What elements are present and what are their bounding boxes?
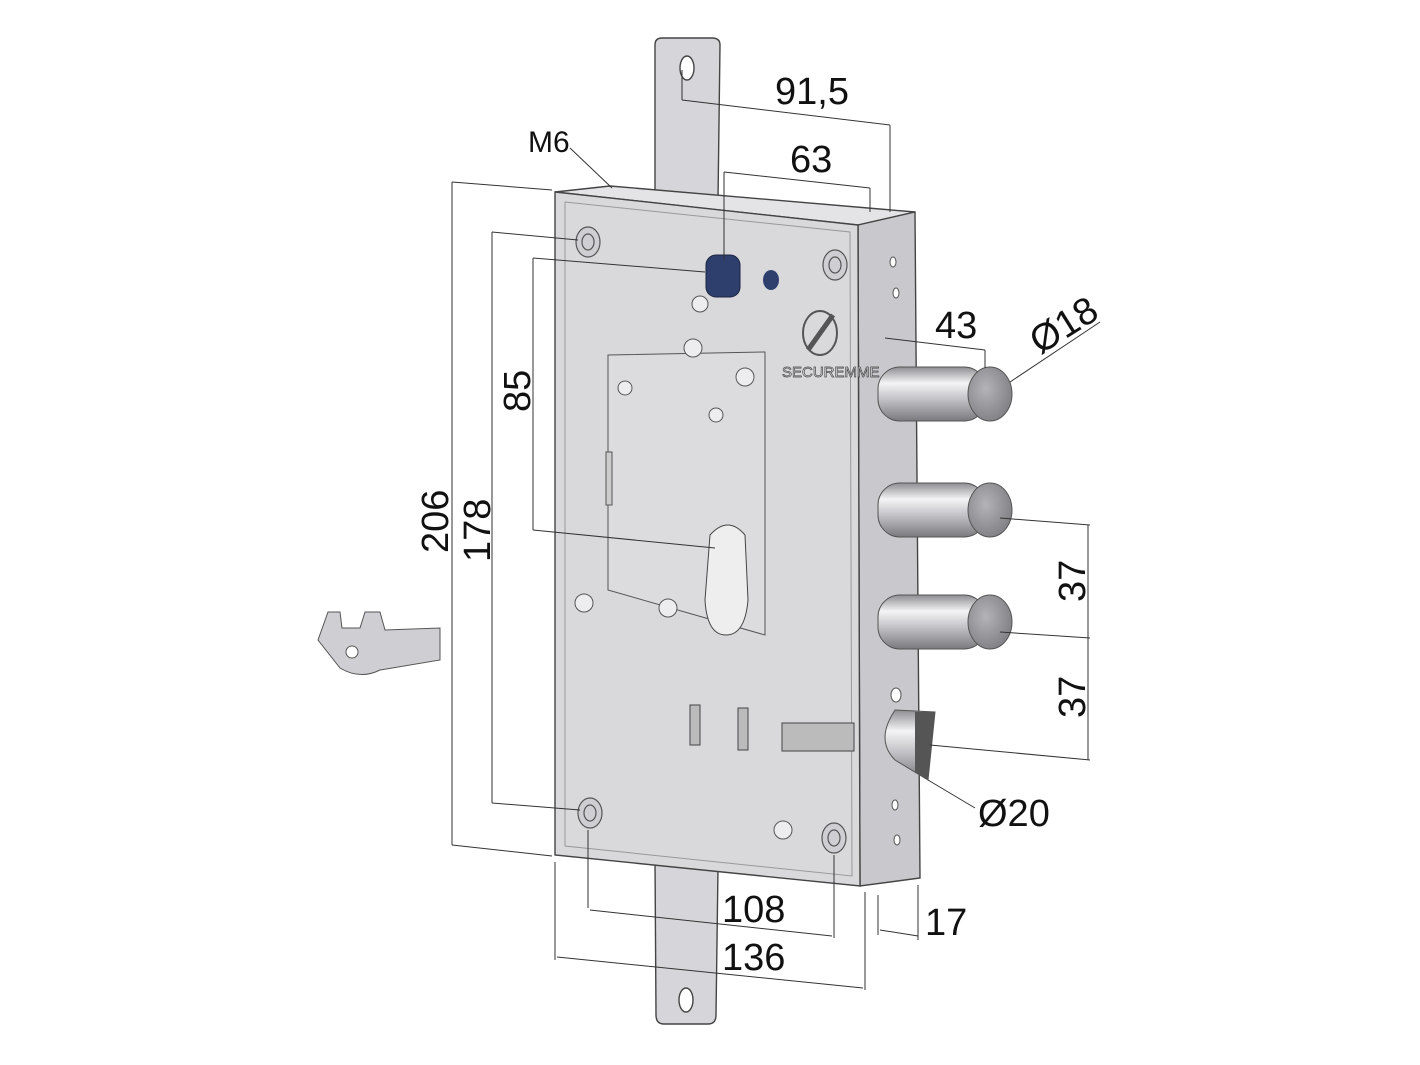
dim-m6: M6 <box>528 126 570 159</box>
deadbolt-3 <box>877 594 1013 650</box>
dim-136: 136 <box>722 937 785 979</box>
dim-43: 43 <box>935 305 977 347</box>
dim-17: 17 <box>925 902 967 944</box>
cam-part <box>317 611 441 675</box>
svg-text:SECUREMME: SECUREMME <box>782 364 880 381</box>
latch-bolt <box>884 709 936 781</box>
deadbolts <box>877 366 1013 781</box>
spindle-square <box>705 254 741 298</box>
dim-37-upper: 37 <box>1052 560 1094 602</box>
deadbolt-2 <box>877 482 1013 538</box>
dimension-lines <box>451 70 1101 990</box>
dim-206: 206 <box>415 490 457 553</box>
dim-85: 85 <box>497 370 539 412</box>
bottom-rod-bar <box>654 859 719 1025</box>
dim-91-5: 91,5 <box>775 71 849 113</box>
dim-178: 178 <box>457 499 499 562</box>
deadbolt-1 <box>877 366 1013 422</box>
dim-108: 108 <box>722 889 785 931</box>
dim-diameter-20: Ø20 <box>978 793 1050 835</box>
lock-case: SECUREMME <box>554 185 921 887</box>
dim-63: 63 <box>790 139 832 181</box>
top-rod-bar <box>654 37 721 201</box>
securemme-logo: SECUREMME <box>782 310 880 381</box>
dim-diameter-18: Ø18 <box>1023 289 1106 363</box>
dim-37-lower: 37 <box>1052 676 1094 718</box>
